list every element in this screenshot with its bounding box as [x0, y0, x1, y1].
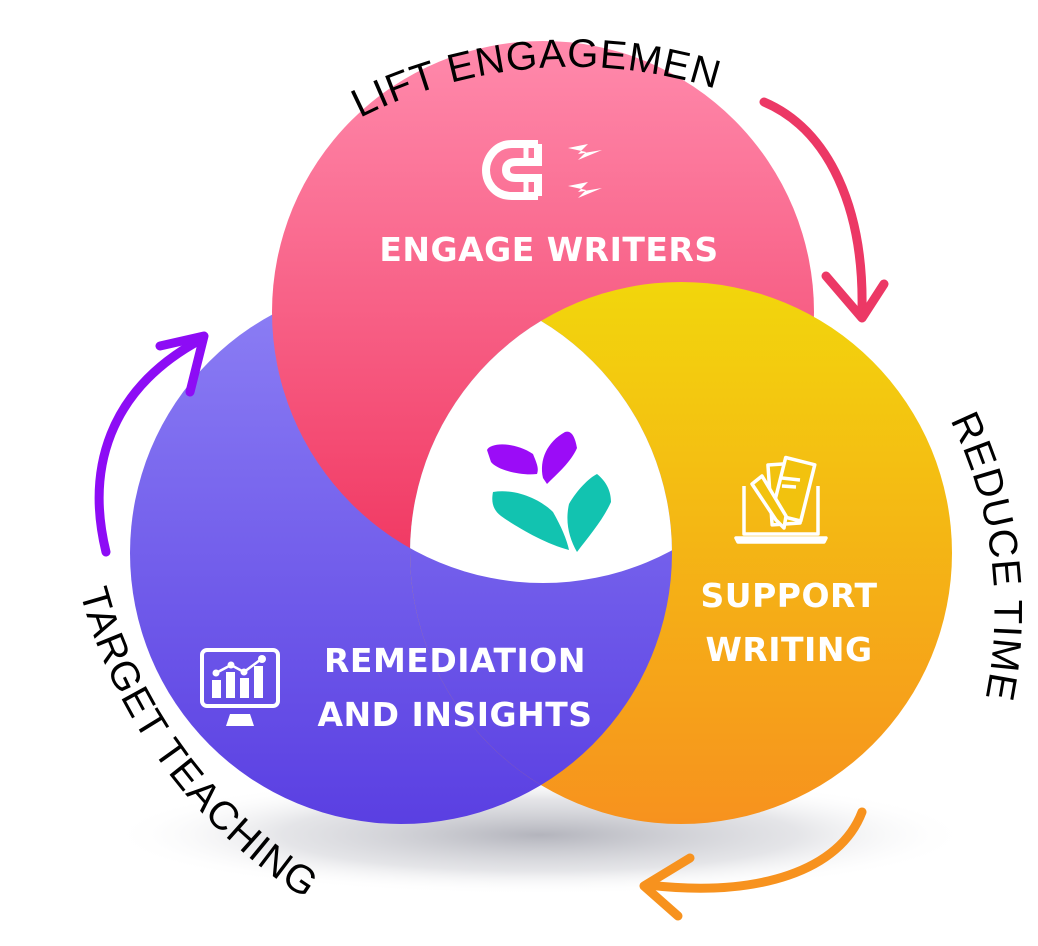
arrow-purple — [94, 335, 205, 557]
support-writing-label-line1: SUPPORT — [701, 576, 878, 615]
curved-arrow-icon — [94, 97, 889, 921]
support-writing-label-line2: WRITING — [705, 630, 872, 669]
laptop-documents-pencil-icon — [734, 455, 828, 544]
arrow-pink — [759, 97, 867, 315]
arrow-orange — [643, 807, 867, 893]
arrow-orange-head — [639, 853, 695, 921]
monitor-chart-icon — [200, 648, 280, 726]
reduce-time-label: REDUCE TIME — [942, 405, 1029, 704]
arrow-purple-head — [155, 331, 209, 397]
remediation-label-line1: REMEDIATION — [324, 641, 586, 680]
center-intersection — [410, 282, 672, 583]
engage-writers-label: ENGAGE WRITERS — [379, 230, 718, 269]
arrow-pink-head — [821, 271, 889, 323]
leaf-logo-icon — [487, 431, 611, 552]
magnet-icon — [481, 140, 602, 200]
remediation-label-line2: AND INSIGHTS — [318, 695, 593, 734]
